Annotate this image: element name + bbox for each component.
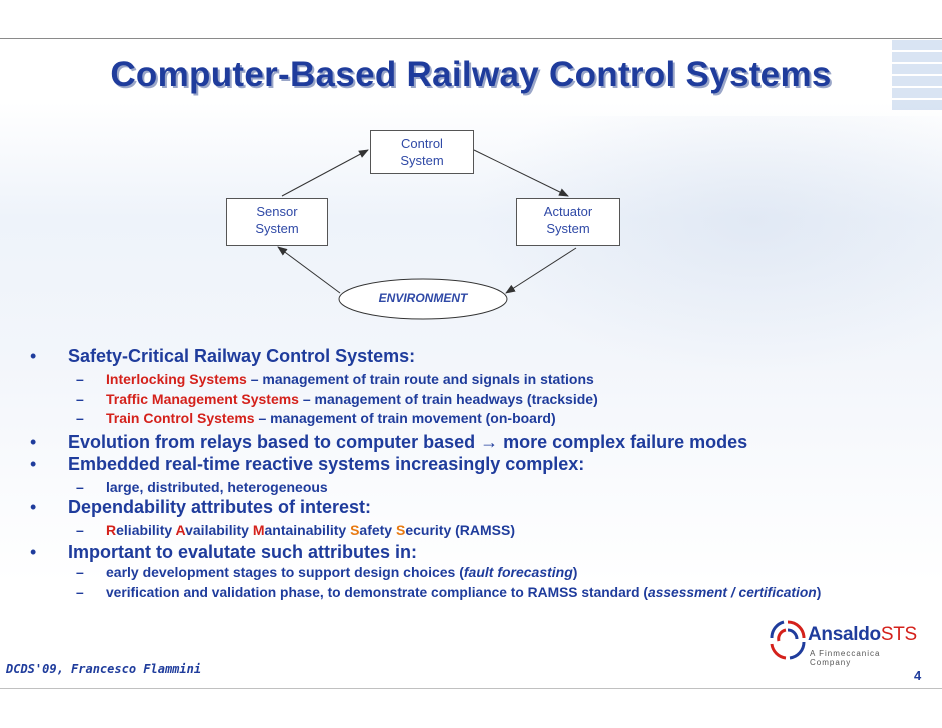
letter-s-safety: S (350, 522, 360, 538)
actuator-system-box: Actuator System (516, 198, 620, 246)
control-loop-diagram (277, 149, 577, 320)
bullet-mark: • (30, 454, 37, 474)
bullet-safety-critical: • Safety-Critical Railway Control System… (30, 346, 416, 367)
text-post: ) (816, 585, 822, 600)
bottom-rule (0, 688, 942, 689)
logo-name-main: Ansaldo (808, 624, 881, 645)
term-train-control: Train Control Systems (106, 410, 255, 426)
control-box-line2: System (400, 153, 444, 168)
actuator-box-line1: Actuator (543, 204, 593, 219)
arrow-environment-to-sensor (277, 246, 341, 294)
word-security: ecurity (RAMSS) (405, 522, 516, 538)
page-number: 4 (914, 668, 922, 683)
letter-s-security: S (395, 522, 406, 538)
logo-name: AnsaldoSTS (808, 624, 917, 646)
text-pre: verification and validation phase, to de… (106, 585, 649, 600)
dash-mark: – (76, 564, 84, 580)
sensor-box-line2: System (255, 221, 299, 236)
environment-ellipse (338, 278, 508, 320)
letter-m: M (252, 522, 265, 538)
top-rule (0, 38, 942, 39)
actuator-box-line2: System (546, 221, 590, 236)
arrow-sensor-to-control (281, 149, 369, 197)
bullet-mark: • (30, 542, 37, 562)
text-fault-forecasting: fault forecasting (463, 564, 573, 580)
arrow-actuator-to-environment (505, 247, 577, 294)
arrow-control-to-actuator (473, 149, 569, 197)
text-post: ) (572, 564, 578, 580)
background-map-decoration (470, 116, 942, 376)
term-interlocking: Interlocking Systems (106, 371, 247, 387)
bullet-text: Important to evalutate such attributes i… (68, 542, 418, 562)
sub-item-large-distributed: – large, distributed, heterogeneous (76, 479, 328, 495)
word-safety: afety (359, 522, 396, 538)
sub-item-early-development: – early development stages to support de… (76, 564, 578, 580)
sub-item-verification: – verification and validation phase, to … (76, 585, 822, 600)
bullet-evolution: • Evolution from relays based to compute… (30, 432, 748, 453)
logo-name-sts: STS (880, 624, 917, 645)
bullet-embedded: • Embedded real-time reactive systems in… (30, 454, 585, 475)
bullet-mark: • (30, 432, 37, 452)
letter-a: A (175, 522, 186, 538)
word-availability: vailability (185, 522, 253, 538)
word-reliability: eliability (116, 522, 176, 538)
sub-item-train-control: – Train Control Systems – management of … (76, 410, 556, 426)
word-maintainability: antainability (264, 522, 351, 538)
sensor-system-box: Sensor System (226, 198, 328, 246)
sub-item-traffic-management: – Traffic Management Systems – managemen… (76, 391, 598, 407)
slide-title: Computer-Based Railway Control Systems (110, 55, 832, 94)
sub-item-interlocking: – Interlocking Systems – management of t… (76, 371, 594, 387)
background-grid-decoration (892, 40, 942, 110)
desc-train-control: – management of train movement (on-board… (254, 410, 556, 426)
bullet-dependability: • Dependability attributes of interest: (30, 497, 372, 518)
letter-r: R (106, 522, 117, 538)
term-traffic-management: Traffic Management Systems (106, 391, 299, 407)
control-box-line1: Control (401, 136, 443, 151)
desc-interlocking: – management of train route and signals … (246, 371, 594, 387)
dash-mark: – (76, 410, 84, 426)
footer-author: DCDS'09, Francesco Flammini (6, 662, 202, 676)
logo-tagline: A Finmeccanica Company (810, 649, 881, 667)
dash-mark: – (76, 479, 84, 495)
environment-label: ENVIRONMENT (378, 291, 468, 305)
sub-item-text: large, distributed, heterogeneous (106, 479, 328, 495)
sensor-box-line1: Sensor (256, 204, 298, 219)
bullet-text: Embedded real-time reactive systems incr… (68, 454, 585, 474)
dash-mark: – (76, 371, 84, 387)
bullet-text: Evolution from relays based to computer … (68, 432, 748, 452)
bullet-text: Dependability attributes of interest: (68, 497, 372, 517)
dash-mark: – (76, 585, 84, 600)
bullet-text: Safety-Critical Railway Control Systems: (68, 346, 416, 366)
bullet-mark: • (30, 497, 37, 517)
ansaldo-sts-logo: AnsaldoSTS A Finmeccanica Company (768, 612, 918, 672)
sub-item-ramss: – Reliability Availability Mantainabilit… (76, 522, 516, 538)
text-assessment-certification: assessment / certification (648, 585, 817, 600)
bullet-mark: • (30, 346, 37, 366)
bullet-important: • Important to evalutate such attributes… (30, 542, 418, 563)
control-system-box: Control System (370, 130, 474, 174)
dash-mark: – (76, 391, 84, 407)
desc-traffic-management: – management of train headways (tracksid… (298, 391, 598, 407)
logo-swirl-icon (770, 620, 806, 660)
dash-mark: – (76, 522, 84, 538)
text-pre: early development stages to support desi… (106, 564, 464, 580)
